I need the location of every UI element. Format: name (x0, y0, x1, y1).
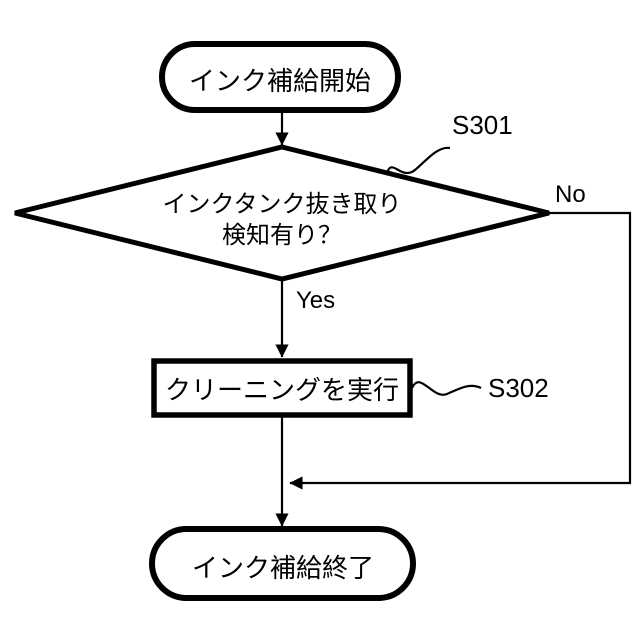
s301-step-label: S301 (452, 110, 513, 140)
end-terminal-label: インク補給終了 (192, 553, 374, 583)
process-box (151, 358, 413, 418)
decision-diamond (14, 144, 550, 282)
no-edge-label: No (555, 181, 586, 208)
decision-label-line1: インクタンク抜き取り (162, 191, 401, 218)
edge-no-decision-to-join (289, 211, 632, 490)
start-terminal-label: インク補給開始 (189, 66, 371, 96)
end-terminal (149, 526, 416, 601)
s302-step-label: S302 (488, 373, 549, 403)
yes-edge-label: Yes (296, 287, 335, 314)
decision-label-line2: 検知有り？ (222, 222, 342, 249)
s302-leader-squiggle (410, 381, 482, 396)
s301-leader-squiggle (385, 146, 451, 174)
process-box-label: クリーニングを実行 (165, 375, 399, 405)
start-terminal (159, 41, 401, 113)
